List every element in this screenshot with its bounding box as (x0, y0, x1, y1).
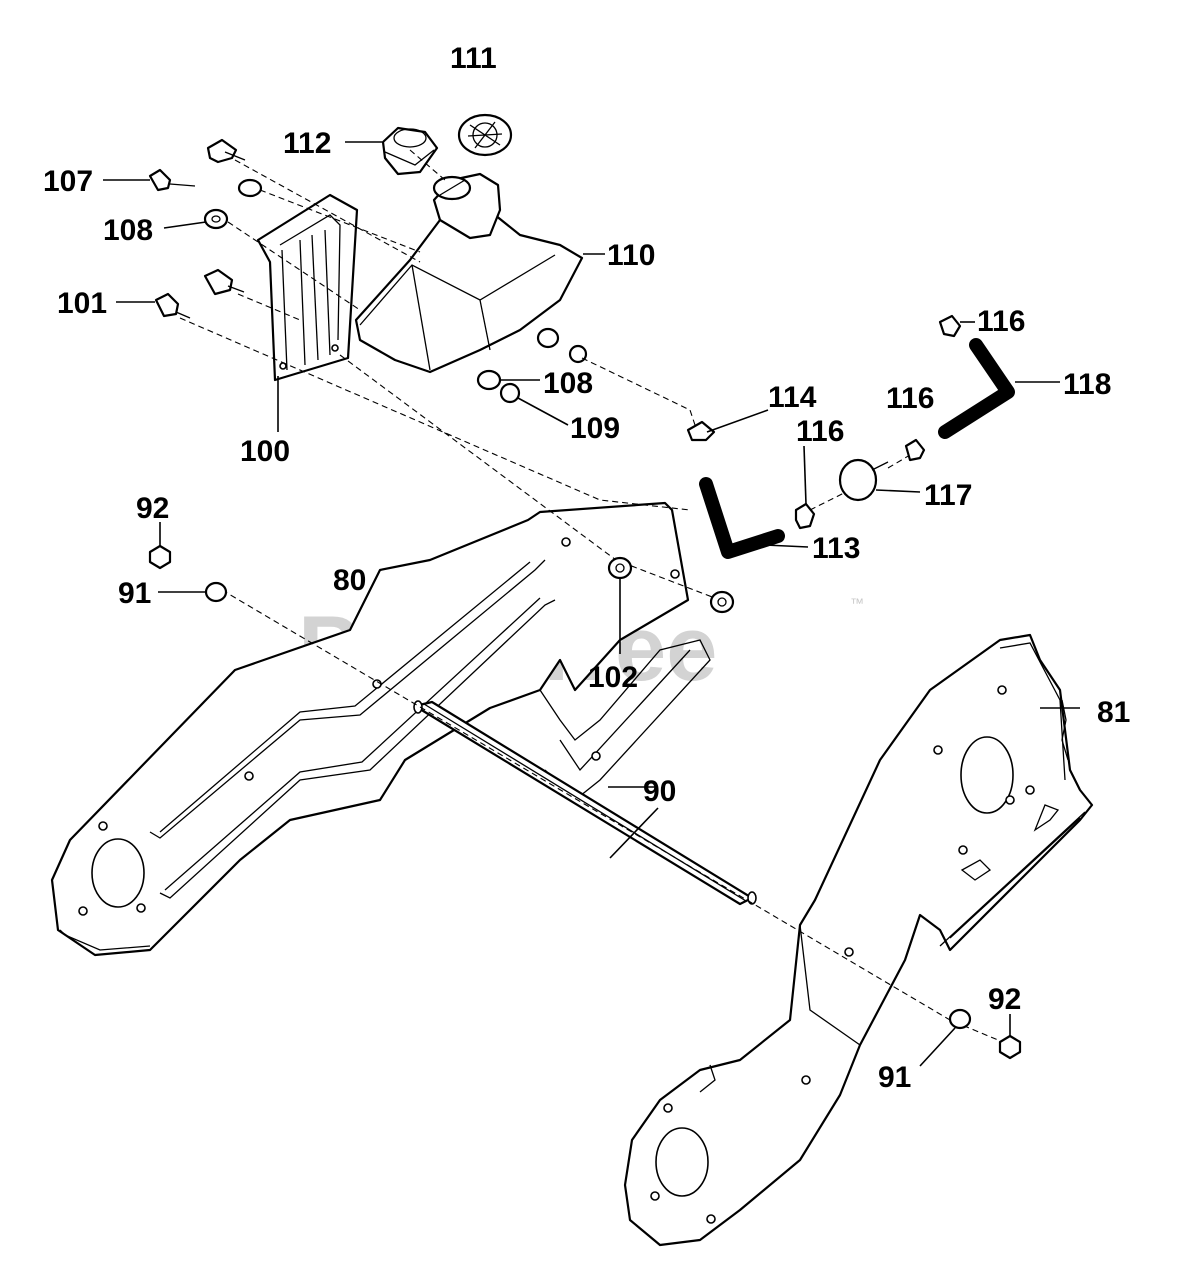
part-81-right-arm (623, 633, 1094, 1247)
callout-100: 100 (240, 435, 290, 468)
callout-116-mid: 116 (796, 415, 844, 448)
screw-107 (148, 168, 172, 192)
hose-113 (699, 477, 785, 559)
nut-92-left (148, 544, 172, 570)
bearing-hole-right-lower (655, 1127, 709, 1197)
callout-91-right: 91 (878, 1061, 911, 1094)
clamp-116-right (904, 438, 926, 462)
part-111-filter (457, 113, 513, 157)
callout-118: 118 (1063, 368, 1111, 401)
callout-108-lower: 108 (543, 367, 593, 400)
screw-101 (154, 292, 180, 318)
washer-91-right (948, 1008, 972, 1030)
part-112-cap (381, 126, 439, 176)
callout-81: 81 (1097, 696, 1130, 729)
callout-90: 90 (643, 775, 676, 808)
washer-108b (476, 369, 502, 391)
bearing-hole-left (91, 838, 145, 908)
callout-92-left: 92 (136, 492, 169, 525)
screw-top (206, 138, 238, 164)
fasteners-right (948, 1008, 1022, 1060)
callout-80: 80 (333, 564, 366, 597)
callout-116-top: 116 (977, 305, 1025, 338)
callout-107: 107 (43, 165, 93, 198)
washer-108a (203, 208, 229, 230)
callout-108: 108 (103, 214, 153, 247)
callout-91-left: 91 (118, 577, 151, 610)
bearing-hole-right (960, 736, 1014, 814)
washer-91-left (204, 581, 228, 603)
callout-111: 111 (450, 42, 497, 75)
nut-92-right (998, 1034, 1022, 1060)
part-110-fuel-tank (354, 172, 584, 374)
callout-labels: 111 112 107 108 110 101 116 118 108 114 … (43, 42, 1130, 1094)
part-90-axle-rod (413, 700, 757, 906)
hose-118 (938, 338, 1015, 439)
fuel-line-parts (686, 314, 1015, 559)
screw-mid (203, 268, 234, 296)
callout-102: 102 (588, 661, 638, 694)
callout-116-right: 116 (886, 382, 934, 415)
leader-lines (103, 141, 1080, 1067)
callout-117: 117 (924, 479, 972, 512)
part-100-bracket (256, 193, 359, 382)
callout-92-right: 92 (988, 983, 1021, 1016)
clamp-114 (686, 420, 716, 442)
washer-108-right (536, 327, 560, 349)
filter-117 (838, 458, 878, 502)
callout-114: 114 (768, 381, 817, 414)
callout-110: 110 (607, 239, 655, 272)
callout-109: 109 (570, 412, 620, 445)
washer-top (237, 178, 263, 198)
nut-109 (499, 382, 521, 404)
fasteners-top (148, 138, 588, 404)
callout-113: 113 (812, 532, 860, 565)
clamp-116-mid (794, 502, 816, 530)
clamp-116-top (938, 314, 962, 338)
nut-right (568, 344, 588, 364)
callout-101: 101 (57, 287, 107, 320)
watermark-trademark: ™ (850, 595, 864, 611)
callout-112: 112 (283, 127, 331, 160)
